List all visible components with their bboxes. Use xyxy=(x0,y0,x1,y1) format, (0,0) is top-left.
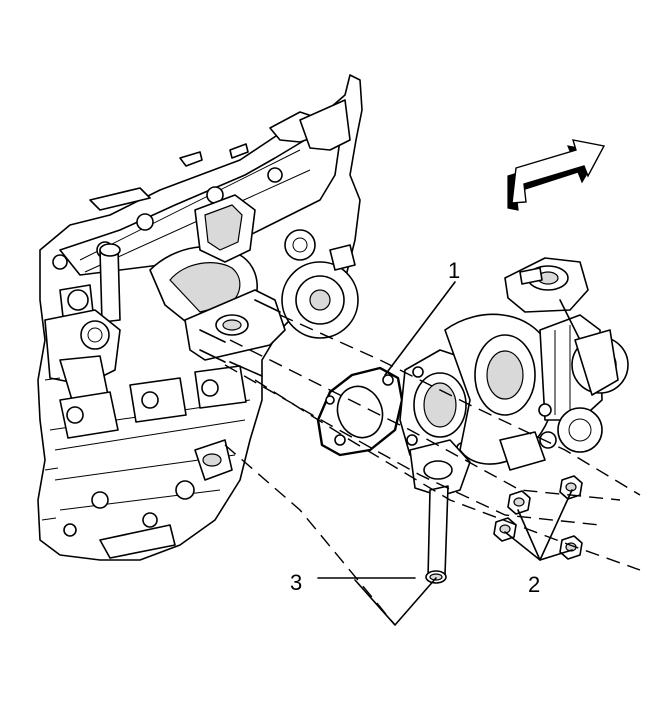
engine-block xyxy=(37,74,363,561)
leader-lines xyxy=(317,281,573,626)
nut xyxy=(493,517,517,542)
mounting-nuts xyxy=(493,475,583,560)
oil-drain-tube xyxy=(409,439,471,584)
leader-line-2b xyxy=(504,531,573,561)
callout-3: 3 xyxy=(290,570,302,595)
leader-line-1 xyxy=(384,281,456,376)
leader-line-3b xyxy=(354,577,437,626)
alignment-lines xyxy=(224,314,641,626)
turbocharger xyxy=(399,257,629,471)
front-direction-arrow-icon xyxy=(507,139,606,211)
callout-1: 1 xyxy=(448,258,460,283)
nut xyxy=(507,490,531,515)
nut xyxy=(559,475,583,500)
nut xyxy=(559,535,583,560)
callout-2: 2 xyxy=(528,572,540,597)
